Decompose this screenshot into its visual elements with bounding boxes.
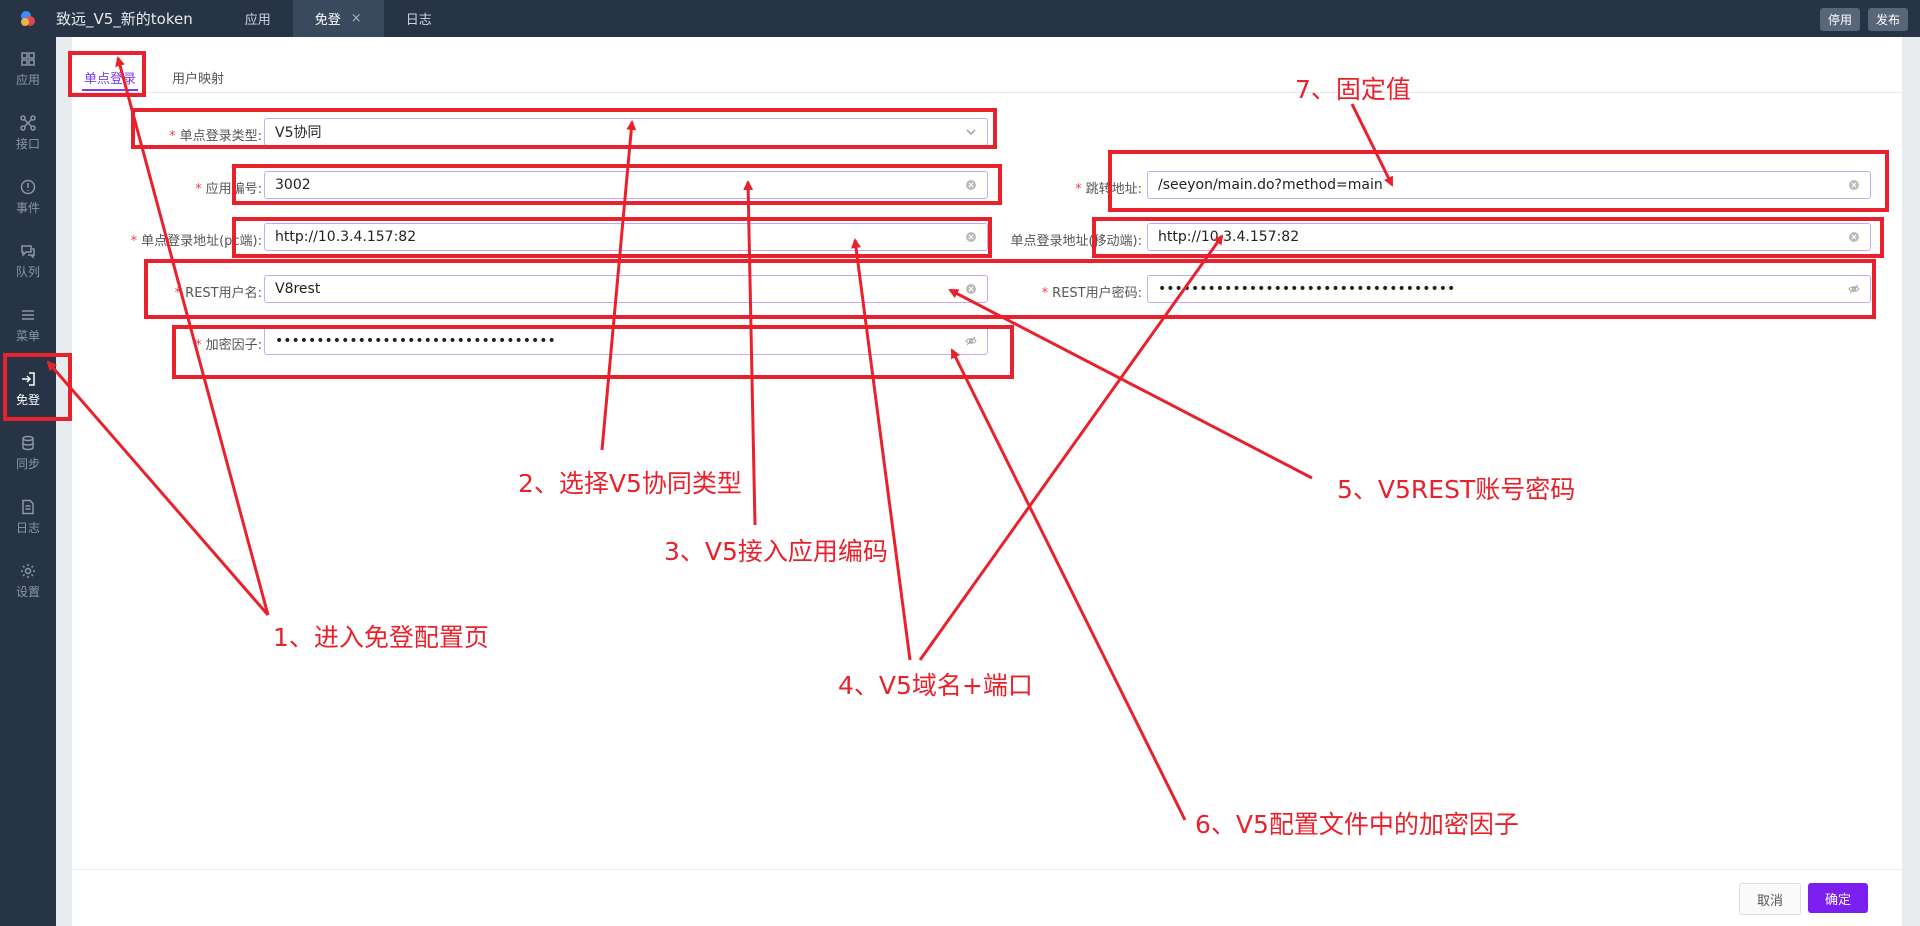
- annotation-step-6: 6、V5配置文件中的加密因子: [1195, 810, 1519, 839]
- highlight-rest-credentials: [144, 259, 1876, 319]
- highlight-sso-url-mobile: [1092, 217, 1884, 258]
- annotation-step-2: 2、选择V5协同类型: [518, 469, 742, 498]
- highlight-encrypt-factor: [172, 325, 1014, 379]
- redirect-url-label: *跳转地址:: [1075, 182, 1142, 197]
- highlight-redirect-url: [1108, 150, 1889, 212]
- clear-icon[interactable]: [1848, 231, 1860, 243]
- annotation-step-4: 4、V5域名+端口: [838, 671, 1033, 700]
- database-icon: [22, 435, 34, 450]
- gear-icon: [21, 563, 35, 578]
- annotation-step-3: 3、V5接入应用编码: [664, 537, 888, 566]
- annotation-step-1: 1、进入免登配置页: [273, 623, 489, 652]
- sidebar-item-interface[interactable]: 接口: [0, 101, 56, 165]
- top-actions: 停用 发布: [1819, 8, 1908, 31]
- sidebar-item-queue[interactable]: 队列: [0, 229, 56, 293]
- highlight-sidebar-sso: [3, 353, 72, 421]
- clear-icon[interactable]: [965, 179, 977, 191]
- annotation-step-7: 7、固定值: [1295, 75, 1411, 104]
- document-icon: [22, 499, 34, 514]
- sidebar: 应用 接口 事件 队列 菜单 免登 同步 日志 设置: [0, 37, 56, 926]
- top-tab-app[interactable]: 应用: [244, 13, 271, 28]
- sidebar-item-sync[interactable]: 同步: [0, 421, 56, 485]
- disable-button[interactable]: 停用: [1819, 8, 1860, 31]
- redirect-url-input[interactable]: /seeyon/main.do?method=main: [1147, 171, 1871, 199]
- link-icon: [20, 114, 36, 131]
- top-tab-log[interactable]: 日志: [405, 13, 432, 28]
- app-logo: [0, 0, 56, 37]
- highlight-sso-tab: [68, 51, 146, 97]
- logo-icon: [21, 10, 35, 26]
- eye-off-icon[interactable]: [1848, 283, 1860, 295]
- chat-icon: [21, 244, 35, 259]
- tab-active-indicator: [82, 89, 138, 91]
- chevron-down-icon: [966, 129, 976, 135]
- highlight-sso-url-pc: [232, 217, 992, 258]
- sidebar-item-settings[interactable]: 设置: [0, 549, 56, 613]
- grid-icon: [21, 51, 35, 66]
- sidebar-item-menu[interactable]: 菜单: [0, 293, 56, 357]
- highlight-app-code: [232, 164, 1002, 205]
- login-icon: [22, 371, 35, 386]
- clear-icon[interactable]: [1848, 179, 1860, 191]
- sso-url-mobile-input[interactable]: http://10.3.4.157:82: [1147, 223, 1871, 251]
- confirm-button[interactable]: 确定: [1808, 883, 1868, 913]
- top-bar: 致远_V5_新的token 应用 免登 × 日志 停用 发布: [0, 0, 1920, 37]
- sidebar-item-event[interactable]: 事件: [0, 165, 56, 229]
- app-title: 致远_V5_新的token: [56, 10, 193, 28]
- menu-icon: [22, 309, 34, 320]
- alert-icon: [20, 179, 36, 194]
- highlight-sso-type: [131, 108, 997, 149]
- top-tab-sso[interactable]: 免登 ×: [292, 0, 384, 37]
- sidebar-item-log[interactable]: 日志: [0, 485, 56, 549]
- cancel-button[interactable]: 取消: [1739, 883, 1801, 915]
- tab-user-mapping[interactable]: 用户映射: [172, 72, 225, 87]
- config-tabs: 单点登录 用户映射: [72, 37, 1902, 93]
- sidebar-item-app[interactable]: 应用: [0, 37, 56, 101]
- footer-divider: [72, 869, 1902, 870]
- sidebar-item-sso[interactable]: 免登: [0, 357, 56, 421]
- annotation-step-5: 5、V5REST账号密码: [1337, 475, 1576, 504]
- close-icon[interactable]: ×: [350, 11, 362, 26]
- publish-button[interactable]: 发布: [1867, 8, 1908, 31]
